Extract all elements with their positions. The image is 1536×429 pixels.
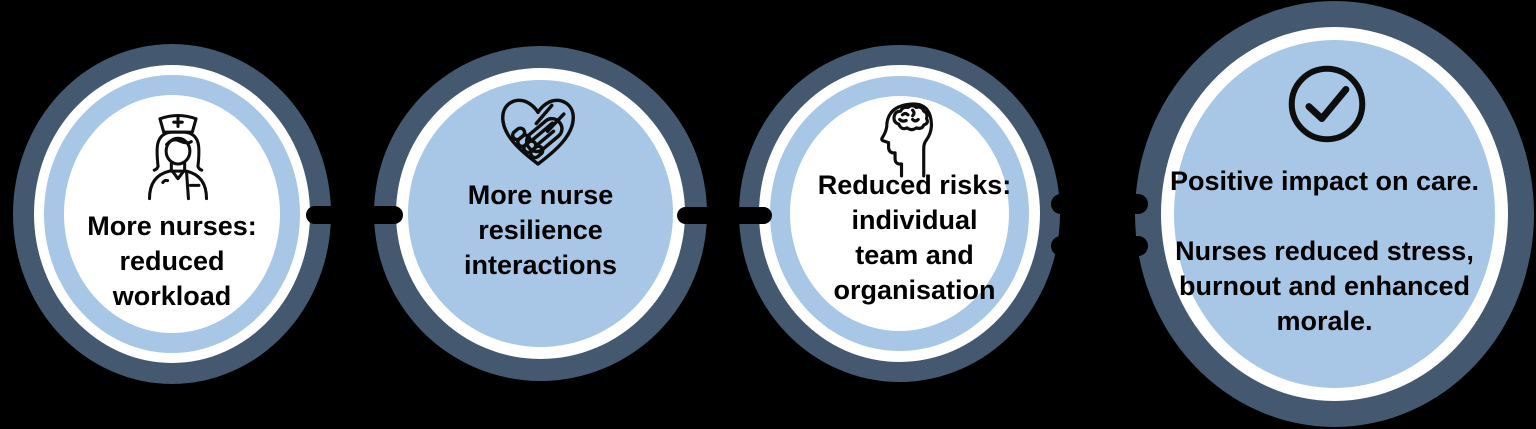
check-circle-icon	[1284, 61, 1370, 147]
connector-1-2-dash	[306, 206, 403, 224]
node-3-label: Reduced risks: individual team and organ…	[817, 170, 1012, 305]
node-reduced-risks: Reduced risks: individual team and organ…	[739, 45, 1060, 382]
connector-3-4-dash-top	[1051, 194, 1148, 214]
heart-handshake-icon	[495, 88, 581, 172]
node-more-nurses: More nurses: reduced workload	[13, 44, 331, 384]
node-1-center	[64, 95, 280, 333]
nurse-icon	[140, 106, 216, 202]
node-4-label: Positive impact on care. Nurses reduced …	[1169, 166, 1480, 336]
node-positive-impact: Positive impact on care. Nurses reduced …	[1135, 1, 1534, 427]
connector-3-4-dash-bottom	[1051, 236, 1148, 256]
connector-2-3-dash	[677, 207, 772, 224]
head-brain-icon	[871, 95, 945, 181]
node-2-label: More nurse resilience interactions	[463, 180, 618, 280]
node-3-center	[790, 96, 1009, 331]
node-nurse-resilience: More nurse resilience interactions	[374, 46, 707, 381]
node-1-label: More nurses: reduced workload	[87, 211, 257, 311]
